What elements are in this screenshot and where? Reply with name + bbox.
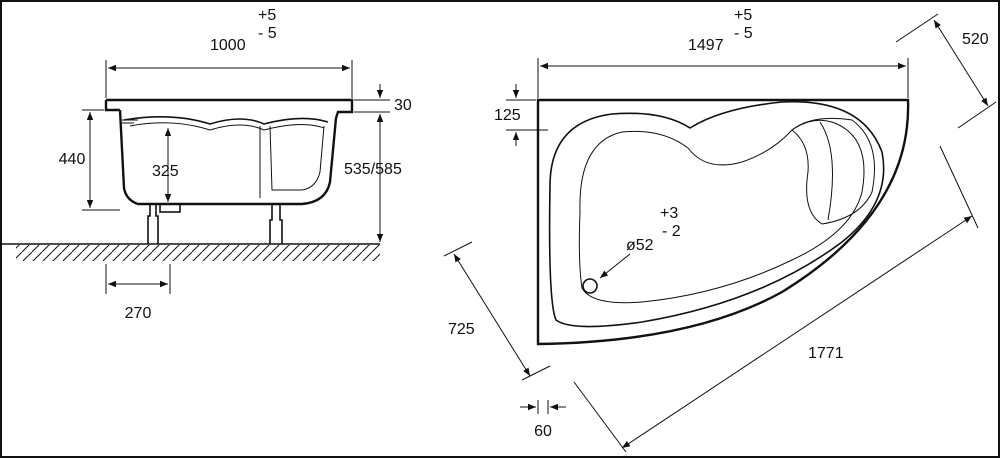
inner-depth-label: 325 [152, 163, 179, 180]
total-height-label: 535/585 [344, 161, 402, 178]
foot-spacing-label: 270 [125, 305, 152, 322]
inner-depth-dimension: 325 [152, 128, 179, 202]
rim-offset-dimension: 125 [494, 84, 548, 146]
tub-inner-basin [548, 100, 885, 328]
diagonal-length-label: 1771 [808, 345, 844, 362]
rim-offset-label: 125 [494, 107, 521, 124]
width-dimension-side: 1000 +5 - 5 [105, 7, 353, 98]
drain-diameter-label: ø52 [626, 237, 654, 254]
drain-circle [582, 278, 598, 294]
bottom-height-dimension: 440 [59, 109, 120, 211]
drain-tol-minus: - 2 [662, 223, 681, 240]
rim-width-label: 60 [534, 423, 552, 440]
side-view: 1000 +5 - 5 30 440 325 535/585 [2, 7, 412, 322]
top-view: 1497 +5 - 5 520 125 +3 - 2 ø52 725 [443, 7, 997, 453]
side-width-tol-plus: +5 [258, 7, 276, 24]
top-width-label: 1497 [688, 37, 724, 54]
end-width-label: 520 [962, 31, 989, 48]
foot-spacing-dimension: 270 [105, 264, 171, 322]
drain-tol-plus: +3 [660, 205, 678, 222]
side-width-tol-minus: - 5 [258, 25, 277, 42]
bottom-height-label: 440 [59, 151, 86, 168]
side-width-label: 725 [448, 321, 475, 338]
top-width-tol-minus: - 5 [734, 25, 753, 42]
total-height-dimension: 535/585 [344, 114, 402, 242]
tub-inner-floor [578, 119, 865, 304]
top-width-tol-plus: +5 [734, 7, 752, 24]
rim-width-dimension: 60 [520, 400, 566, 440]
tub-outer-rim [536, 98, 910, 346]
headrest [791, 117, 875, 225]
rim-height-label: 30 [394, 97, 412, 114]
rim-height-dimension: 30 [354, 84, 412, 128]
end-width-dimension: 520 [895, 13, 997, 129]
side-width-dimension: 725 [443, 241, 551, 381]
width-dimension-top: 1497 +5 - 5 [537, 7, 909, 98]
diagonal-length-dimension: 1771 [573, 145, 979, 453]
tub-side-body [104, 98, 354, 244]
side-width-label: 1000 [210, 37, 246, 54]
floor [2, 243, 380, 261]
